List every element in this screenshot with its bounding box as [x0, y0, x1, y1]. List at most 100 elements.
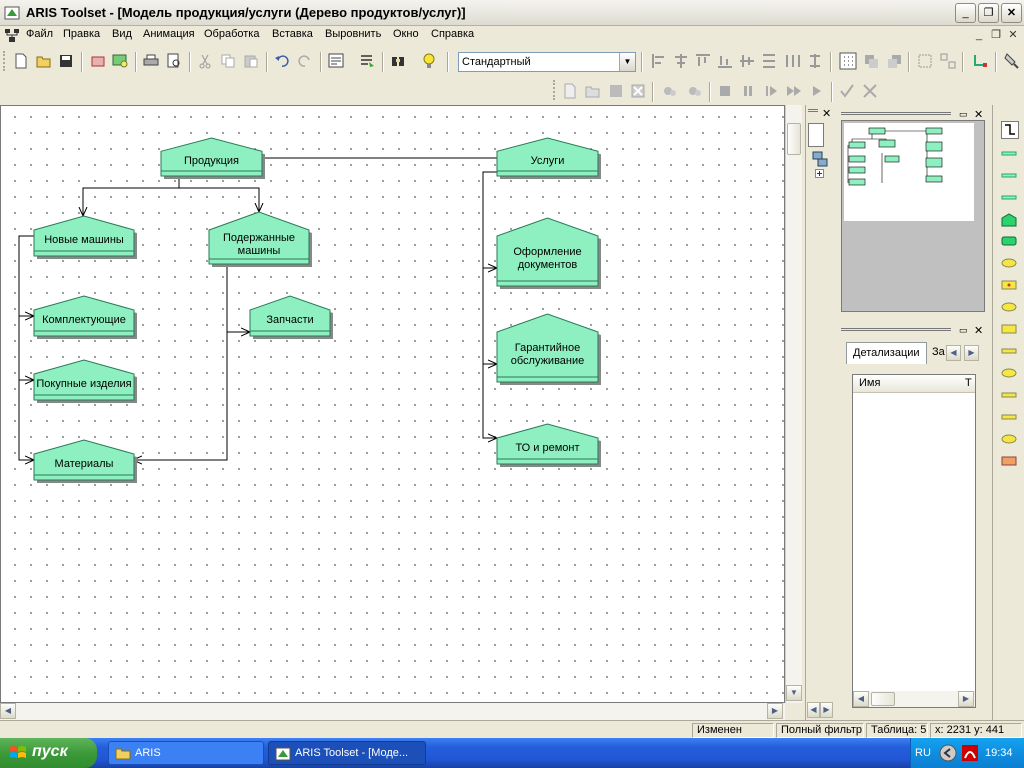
properties-icon[interactable]	[327, 52, 345, 70]
align-center-icon[interactable]	[672, 52, 690, 70]
model-layout-icon[interactable]	[358, 52, 376, 70]
minimize-button[interactable]: _	[955, 3, 976, 23]
product-node-products[interactable]	[160, 137, 263, 177]
product-line-symbol-icon[interactable]	[1001, 149, 1017, 157]
tray-arrow-icon[interactable]	[939, 744, 957, 762]
same-size-icon[interactable]	[806, 52, 824, 70]
mdi-restore-button[interactable]: ❐	[991, 29, 1001, 41]
fast-forward-icon[interactable]	[785, 82, 803, 100]
toolbar-grip[interactable]	[3, 51, 6, 71]
document-system-icon[interactable]	[4, 28, 20, 43]
menu-edit[interactable]: Правка	[63, 28, 101, 40]
undo-icon[interactable]	[273, 52, 291, 70]
navigator-close-icon[interactable]: ✕	[974, 109, 984, 121]
strip-scroll-right-icon[interactable]: ▶	[820, 702, 833, 718]
open-folder-icon[interactable]	[35, 52, 53, 70]
connection-icon[interactable]	[971, 52, 989, 70]
menu-align[interactable]: Выровнить	[325, 28, 382, 40]
print-icon[interactable]	[142, 52, 160, 70]
expand-icon[interactable]	[815, 169, 825, 179]
attribute-symbol-icon[interactable]	[1001, 347, 1017, 355]
product-node-materials[interactable]	[33, 439, 135, 481]
tab-details[interactable]: Детализации	[846, 342, 927, 364]
organizational-unit-symbol-icon[interactable]	[1001, 456, 1017, 466]
product-node-components[interactable]	[33, 295, 135, 337]
tab-scroll-left-icon[interactable]: ◀	[946, 345, 961, 361]
bring-front-icon[interactable]	[862, 52, 880, 70]
print-preview-icon[interactable]	[165, 52, 183, 70]
product-node-documents[interactable]	[496, 217, 599, 287]
event-symbol-icon[interactable]	[1001, 258, 1017, 268]
group-icon[interactable]	[916, 52, 934, 70]
properties-list[interactable]: Имя Т ◀ ▶	[852, 374, 976, 708]
product-node-used-machines[interactable]	[208, 211, 310, 265]
product-line-symbol-icon[interactable]	[1001, 193, 1017, 201]
title-bar[interactable]: ARIS Toolset - [Модель продукция/услуги …	[0, 0, 1024, 26]
database-icon[interactable]	[89, 52, 107, 70]
product-node-purchased[interactable]	[33, 359, 135, 401]
tab-scroll-right-icon[interactable]: ▶	[964, 345, 979, 361]
taskbar-aris-folder[interactable]: ARIS	[108, 741, 264, 765]
attribute-symbol-icon[interactable]	[1001, 391, 1017, 399]
step-forward-icon[interactable]	[762, 82, 780, 100]
scroll-down-icon[interactable]: ▼	[786, 685, 802, 701]
play-icon[interactable]	[808, 82, 826, 100]
menu-insert[interactable]: Вставка	[272, 28, 313, 40]
format-painter-icon[interactable]	[1003, 52, 1021, 70]
attribute-symbol-icon[interactable]	[1001, 413, 1017, 421]
event-symbol-icon[interactable]	[1001, 368, 1017, 378]
connector[interactable]	[83, 176, 180, 216]
send-back-icon[interactable]	[885, 52, 903, 70]
product-node-new-machines[interactable]	[33, 215, 135, 257]
binoculars-icon[interactable]	[389, 52, 407, 70]
product-line-symbol-icon[interactable]	[1001, 171, 1017, 179]
checkmark-icon[interactable]	[838, 82, 856, 100]
cut-icon[interactable]	[196, 52, 214, 70]
taskbar-aris-toolset[interactable]: ARIS Toolset - [Моде...	[268, 741, 426, 765]
copy-icon[interactable]	[219, 52, 237, 70]
distribute-horizontal-icon[interactable]	[784, 52, 802, 70]
objective-symbol-icon[interactable]	[1001, 280, 1017, 290]
delete-animation-icon[interactable]	[629, 82, 647, 100]
maximize-button[interactable]: ❐	[978, 3, 999, 23]
close-button[interactable]: ✕	[1001, 3, 1022, 23]
menu-help[interactable]: Справка	[431, 28, 475, 40]
distribute-vertical-icon[interactable]	[760, 52, 778, 70]
canvas-vertical-scrollbar[interactable]: ▼	[785, 105, 802, 703]
navigator-pane[interactable]	[841, 120, 985, 312]
function-symbol-icon[interactable]	[1001, 302, 1017, 312]
style-combo[interactable]: Стандартный ▼	[458, 52, 636, 72]
ungroup-icon[interactable]	[939, 52, 957, 70]
connector[interactable]	[482, 171, 497, 438]
product-node-warranty[interactable]	[496, 313, 599, 383]
paste-icon[interactable]	[242, 52, 260, 70]
language-indicator[interactable]: RU	[915, 747, 931, 759]
connector[interactable]	[179, 187, 259, 212]
align-top-icon[interactable]	[694, 52, 712, 70]
new-document-icon[interactable]	[12, 52, 30, 70]
redo-icon[interactable]	[296, 52, 314, 70]
toolbar-grip[interactable]	[553, 80, 556, 100]
save-icon[interactable]	[57, 52, 75, 70]
menu-file[interactable]: Файл	[26, 28, 54, 40]
pause-icon[interactable]	[739, 82, 757, 100]
acrobat-tray-icon[interactable]	[961, 744, 979, 762]
menu-view[interactable]: Вид	[112, 28, 132, 40]
strip-close-icon[interactable]: ✕	[822, 108, 832, 120]
mdi-minimize-button[interactable]: _	[975, 29, 983, 41]
grid-icon[interactable]	[839, 52, 857, 70]
product-node-maintenance[interactable]	[496, 423, 599, 465]
properties-close-icon[interactable]: ✕	[974, 325, 984, 337]
info-carrier-symbol-icon[interactable]	[1001, 324, 1017, 334]
tab-next[interactable]: За	[932, 346, 945, 358]
event-symbol-icon[interactable]	[1001, 434, 1017, 444]
connector[interactable]	[133, 264, 228, 460]
properties-horizontal-scrollbar[interactable]: ◀ ▶	[853, 691, 975, 707]
scroll-left-icon[interactable]: ◀	[0, 703, 16, 719]
menu-window[interactable]: Окно	[393, 28, 419, 40]
canvas-horizontal-scrollbar[interactable]: ◀ ▶	[0, 703, 785, 720]
navigator-maximize-icon[interactable]: ▭	[959, 109, 968, 119]
stop-icon[interactable]	[716, 82, 734, 100]
explorer-tree[interactable]	[808, 123, 824, 147]
